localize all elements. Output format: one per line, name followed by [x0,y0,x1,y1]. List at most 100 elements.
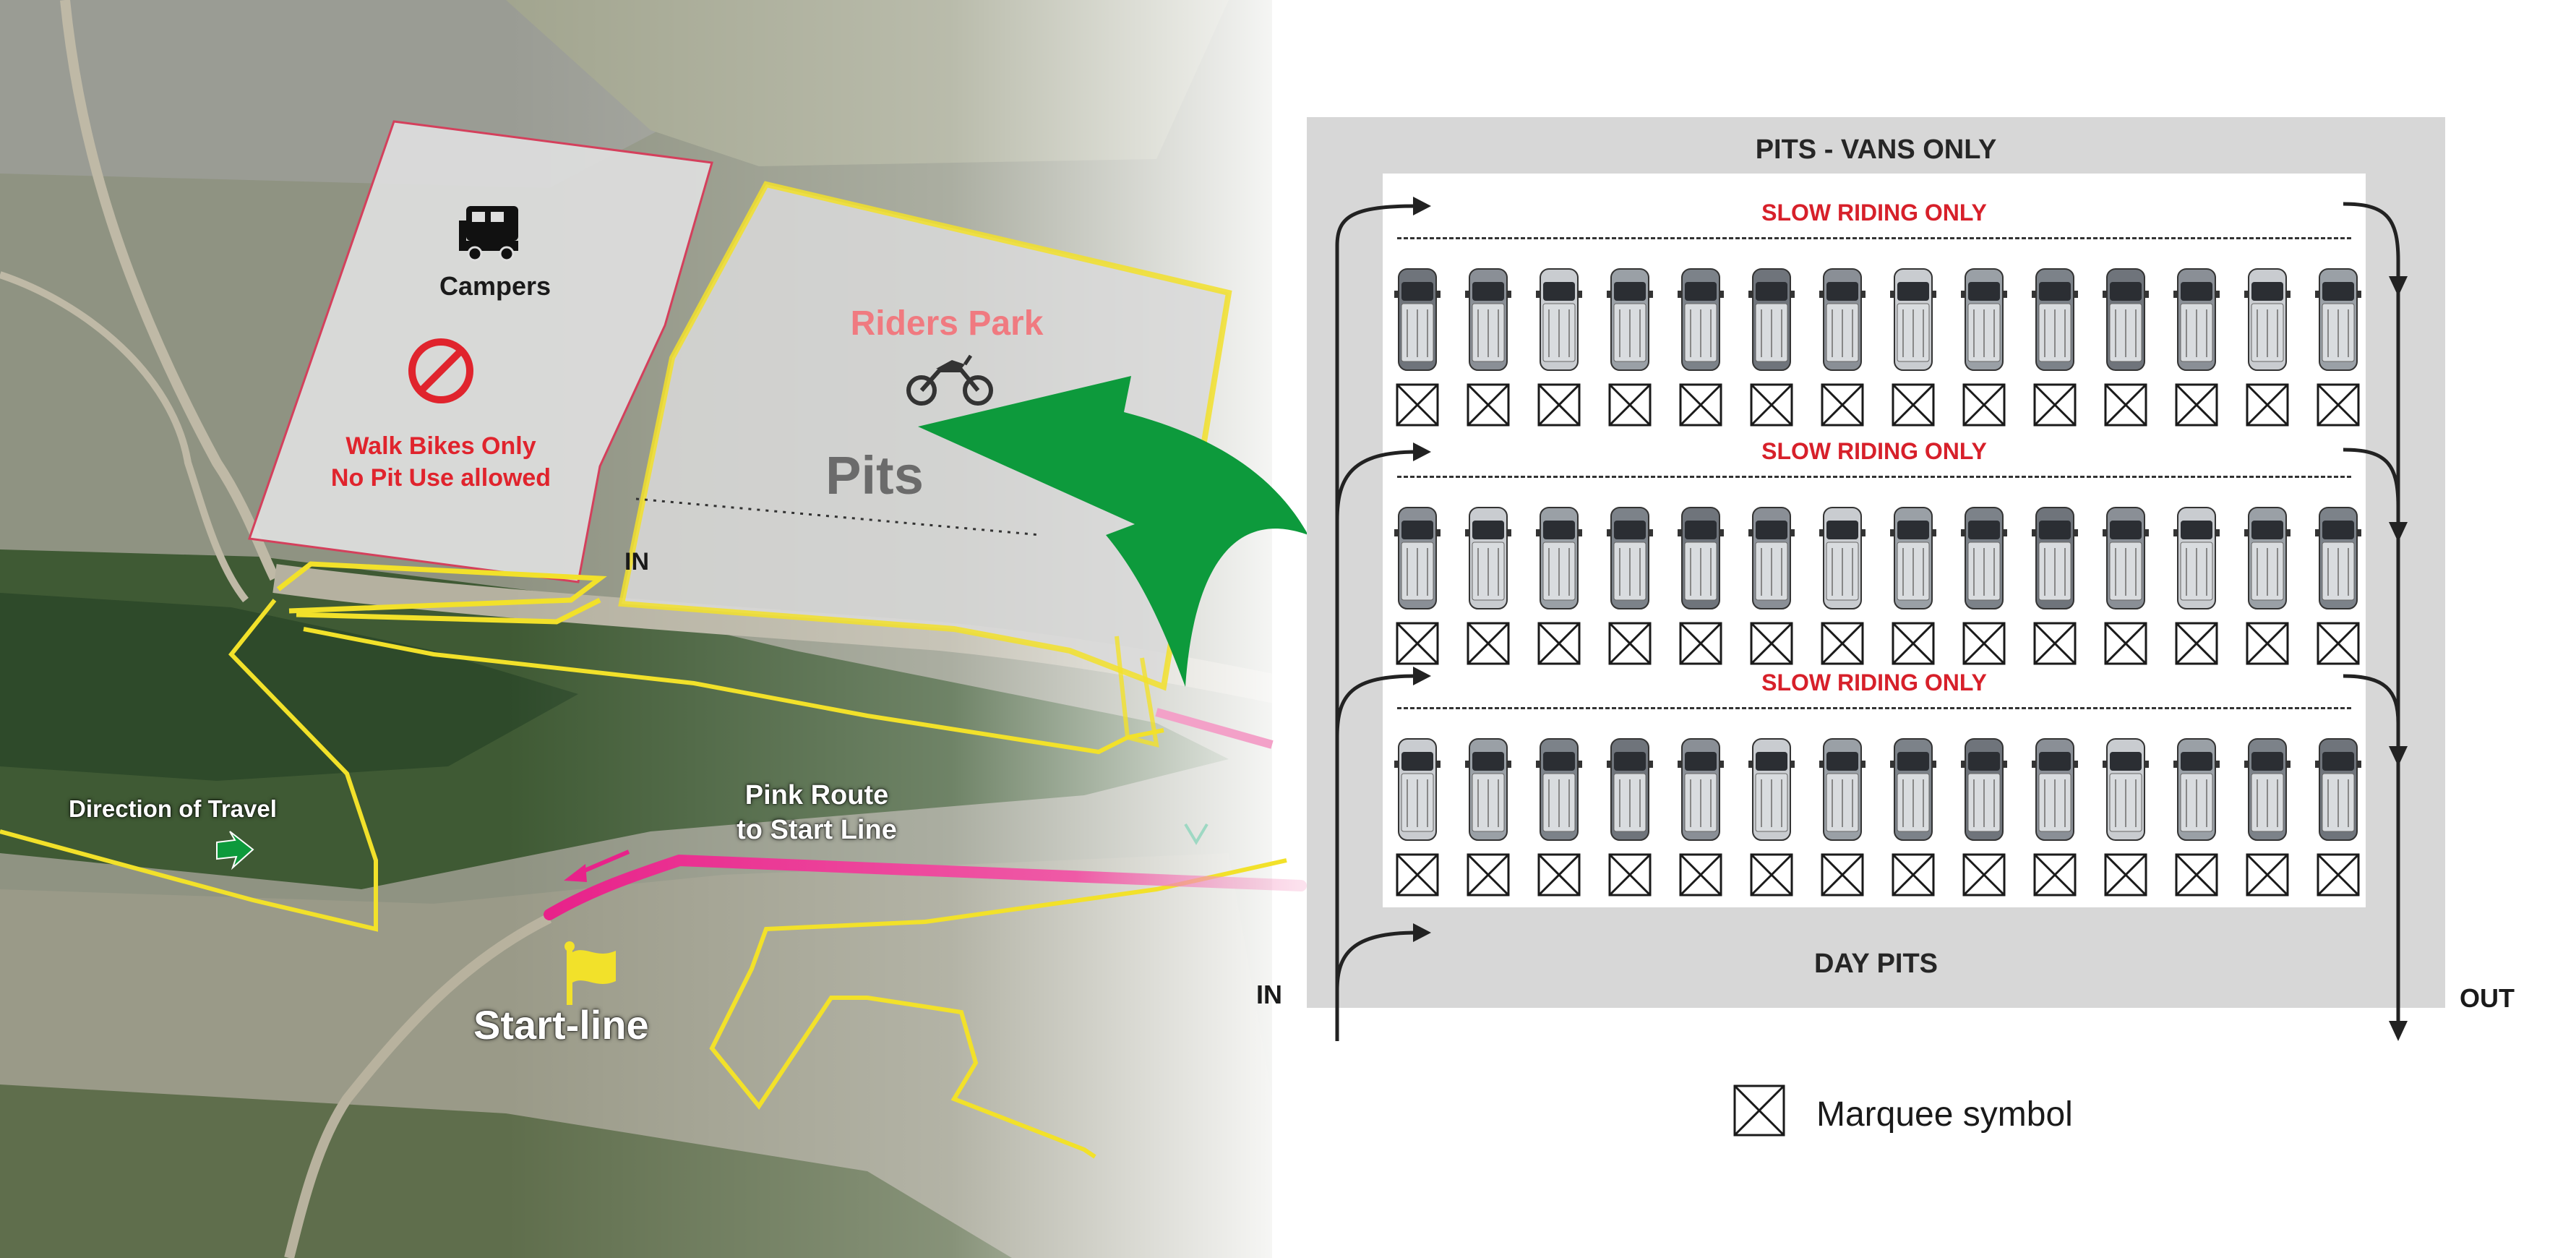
van-icon [1536,738,1582,841]
day-pits-label: DAY PITS [1813,949,1939,979]
van-icon [2103,738,2149,841]
van-icon [1748,268,1795,371]
van-icon [1536,507,1582,609]
van-icon [1819,507,1866,609]
campers-area [247,120,713,583]
van-icon [2173,738,2220,841]
campers-label: Campers [439,271,551,301]
marquee-icon [2246,383,2289,427]
van-icon [2032,268,2078,371]
marquee-icon [2033,853,2077,897]
marquee-icon [1962,383,2006,427]
marquee-icon [2175,622,2218,665]
slow-riding-label: SLOW RIDING ONLY [1761,200,1987,226]
no-entry-icon [408,338,473,403]
van-icon [2103,268,2149,371]
marquee-icon [2033,622,2077,665]
pink-route-line: Pink Route [744,780,889,810]
van-icon [2315,507,2361,609]
marquee-icon [1608,622,1652,665]
marquee-icon [1750,853,1793,897]
diagram-out-label: OUT [2460,983,2515,1013]
van-icon [1536,268,1582,371]
boundary-woods [0,599,378,932]
van-icon [1394,507,1441,609]
pits-divider [635,497,1042,536]
van-icon [1607,268,1653,371]
marquee-icon [2317,622,2360,665]
van-icon [2032,507,2078,609]
van-icon [1961,738,2007,841]
van-icon [1394,738,1441,841]
marquee-legend-label: Marquee symbol [1816,1095,2073,1134]
marquee-icon [1679,383,1722,427]
marquee-icon [1679,622,1722,665]
van-parking-lot: SLOW RIDING ONLY SLOW RIDING ONLY SLOW R… [1383,174,2366,907]
pink-route-label: Pink Route to Start Line [708,778,925,847]
marquee-icon [1821,383,1864,427]
direction-of-travel-label: Direction of Travel [69,795,277,822]
pink-direction-arrow [564,850,630,882]
start-line-label: Start-line [473,1002,649,1048]
marquee-icon [1892,383,1935,427]
van-icon [1890,507,1936,609]
boundary-lower [709,858,1287,1159]
marquee-icon [1750,622,1793,665]
van-icon [1465,507,1511,609]
walk-bikes-line: Walk Bikes Only [345,432,536,460]
pits-label: Pits [825,445,924,505]
van-icon [1961,268,2007,371]
pits-vans-only-title: PITS - VANS ONLY [1755,134,1997,165]
riders-park-label: Riders Park [850,304,1044,343]
pink-route-upper [1155,708,1274,749]
marquee-icon [2175,853,2218,897]
marquee-icon [1679,853,1722,897]
marquee-icon [1892,622,1935,665]
van-icon [2315,738,2361,841]
van-icon [1890,268,1936,371]
van-icon [1465,268,1511,371]
motorbike-icon [906,354,993,406]
marquee-icon [1396,853,1439,897]
marquee-icon [1537,383,1581,427]
van-icon [1819,268,1866,371]
dirt-track-2 [0,271,249,603]
marquee-icon [1396,622,1439,665]
marquee-icon [1962,622,2006,665]
van-icon [1465,738,1511,841]
direction-arrow-icon [216,831,254,870]
van-icon [1678,268,1724,371]
van-icon [1961,507,2007,609]
marquee-icon [2033,383,2077,427]
marquee-icon [2104,853,2147,897]
marquee-icon [2246,622,2289,665]
van-icon [2244,738,2291,841]
boundary-entry-2 [296,597,601,625]
riders-park-area [618,181,1232,691]
camper-van-icon [459,206,518,262]
van-icon [1819,738,1866,841]
marquee-icon [1962,853,2006,897]
van-icon [2315,268,2361,371]
green-direction-arrow [918,376,1308,687]
van-icon [1394,268,1441,371]
slow-riding-label: SLOW RIDING ONLY [1761,669,1987,696]
van-icon [1748,738,1795,841]
boundary-entry-1 [276,561,607,614]
marquee-icon [1608,383,1652,427]
walk-bikes-notice: Walk Bikes Only No Pit Use allowed [318,430,564,494]
marquee-icon [2317,853,2360,897]
marquee-icon [1608,853,1652,897]
van-icon [2244,268,2291,371]
to-start-line: to Start Line [737,815,897,845]
van-icon [2032,738,2078,841]
no-pit-use-line: No Pit Use allowed [330,464,551,492]
marquee-icon [1396,383,1439,427]
marquee-icon [1821,622,1864,665]
marquee-icon [1821,853,1864,897]
faint-arrow-icon [1184,823,1208,845]
van-icon [2244,507,2291,609]
boundary-right-post [1115,636,1159,748]
pits-diagram-panel: PITS - VANS ONLY SLOW RIDING ONLY SLOW R… [1307,117,2445,1008]
